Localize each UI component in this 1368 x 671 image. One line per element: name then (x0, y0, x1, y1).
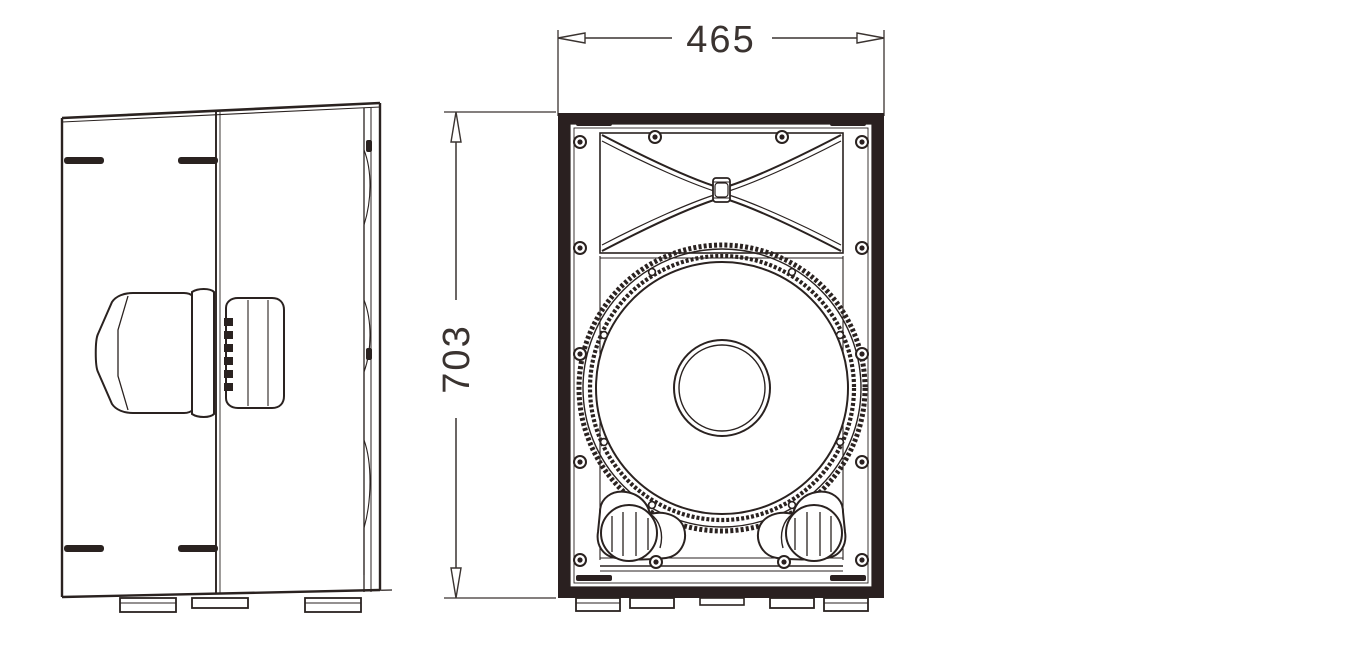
handle-slot (224, 357, 233, 365)
side-handle-pocket (94, 288, 285, 418)
horn-wall-lower-left-inner (601, 194, 715, 246)
arrowhead-bottom (450, 567, 462, 599)
baffle-mounting-screw (855, 455, 869, 469)
handle-collar (191, 288, 215, 418)
rubber-foot (769, 597, 815, 609)
driver-screw (599, 330, 609, 340)
horn-wall-upper-right-inner (728, 140, 842, 192)
handle-grip-inner-edge (117, 295, 129, 411)
rigging-slot (64, 545, 104, 552)
bass-reflex-port-left (596, 490, 686, 562)
baffle-mounting-screw (649, 555, 663, 569)
arrowhead-right (856, 32, 885, 44)
driver-screw (647, 500, 657, 510)
rubber-foot (119, 597, 177, 613)
driver-screw (835, 437, 845, 447)
horn-wall-upper-left-inner (601, 140, 715, 192)
left-side-view (60, 101, 393, 613)
front-view (558, 113, 884, 612)
dimension-height-703: 703 (436, 111, 556, 599)
rubber-foot (304, 597, 362, 613)
baffle-mounting-screw (855, 347, 869, 361)
woofer-driver (576, 242, 868, 560)
bass-reflex-port-right (757, 490, 847, 562)
port-throat (600, 504, 658, 562)
horn-waveguide (599, 132, 844, 254)
rubber-foot (699, 597, 745, 606)
cabinet-top-edge-inner (61, 106, 381, 123)
driver-screw (647, 267, 657, 277)
handle-slot (224, 344, 233, 352)
horn-throat-inner (714, 182, 729, 198)
baffle-mounting-screw (573, 241, 587, 255)
baffle-mounting-screw (573, 347, 587, 361)
edge-detail-nub (366, 140, 372, 152)
handle-slot (224, 370, 233, 378)
rigging-slot (178, 545, 218, 552)
rubber-foot (823, 597, 869, 612)
rigging-slot (830, 575, 866, 581)
horn-wall-lower-right-inner (728, 194, 842, 246)
woofer-surround (587, 253, 857, 523)
port-flare-contour (649, 513, 663, 549)
dimension-label-height: 703 (436, 324, 478, 393)
foot-group (575, 597, 869, 612)
edge-detail-nub (366, 348, 372, 360)
dimension-width-465: 465 (557, 19, 885, 116)
rubber-foot (629, 597, 675, 609)
horn-wall-upper-left (601, 134, 715, 187)
horn-wall-upper-right (728, 134, 842, 187)
rigging-slot (576, 575, 612, 581)
rear-recess-contour (363, 149, 371, 575)
baffle-mounting-screw (855, 553, 869, 567)
baffle-mounting-screw (777, 555, 791, 569)
baffle-mounting-screw (573, 135, 587, 149)
baffle-mounting-screw (573, 455, 587, 469)
handle-slot (224, 383, 233, 391)
arrowhead-top (450, 111, 462, 143)
rigging-slot (64, 157, 104, 164)
driver-screw (787, 267, 797, 277)
baffle-screw-group (573, 130, 869, 569)
woofer-outer-ring-inner (582, 248, 862, 528)
woofer-dustcap-inner (678, 344, 766, 432)
cabinet-top-edge (61, 101, 381, 120)
driver-screw (835, 330, 845, 340)
rigging-slot (178, 157, 218, 164)
handle-slot (224, 331, 233, 339)
baffle-mounting-screw (855, 241, 869, 255)
handle-far-block (225, 297, 285, 409)
horn-wall-lower-right (728, 199, 842, 252)
foot-group (61, 589, 393, 613)
driver-screw (599, 437, 609, 447)
ground-reference-line (61, 589, 393, 598)
baffle-mounting-screw (775, 130, 789, 144)
rubber-foot (191, 597, 249, 609)
rigging-slot (576, 120, 612, 126)
woofer-outer-ring (576, 242, 868, 534)
port-throat (785, 504, 843, 562)
dimension-label-width: 465 (686, 19, 755, 61)
rigging-slot (830, 120, 866, 126)
port-flare-contour (780, 513, 794, 549)
baffle-mounting-screw (855, 135, 869, 149)
handle-slot (224, 318, 233, 326)
horn-wall-lower-left (601, 199, 715, 252)
arrowhead-left (557, 32, 586, 44)
rubber-foot (575, 597, 621, 612)
baffle-mounting-screw (573, 553, 587, 567)
baffle-mounting-screw (648, 130, 662, 144)
handle-grip-body (94, 292, 197, 414)
handle-slot-group (224, 318, 233, 391)
